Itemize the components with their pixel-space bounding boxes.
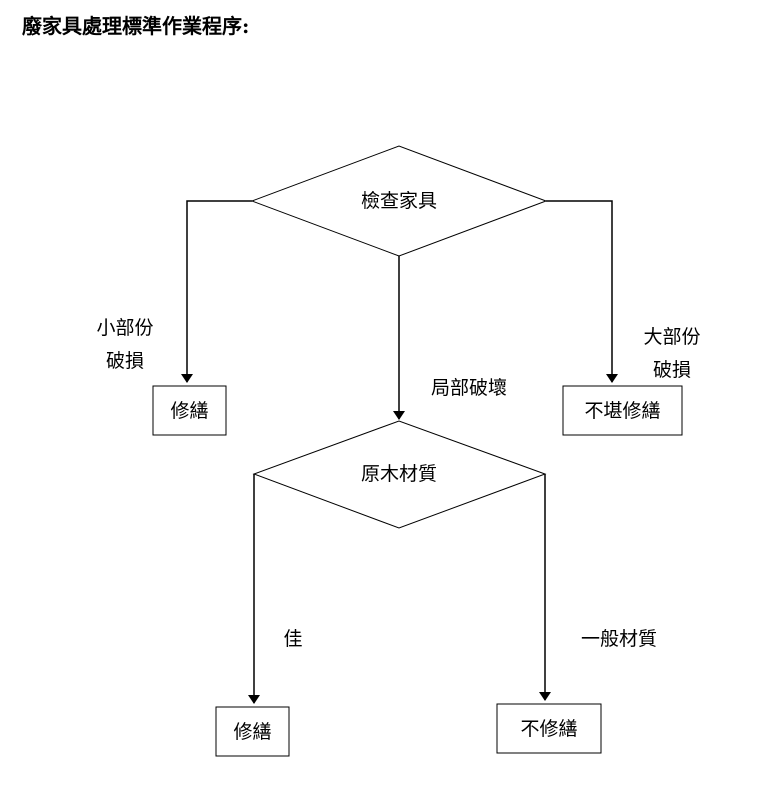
node-no-repair-label: 不修繕	[520, 718, 577, 740]
edge-label-good: 佳	[283, 628, 302, 650]
node-repair-minor-box	[152, 385, 227, 436]
edge-label-ordinary-material: 一般材質	[581, 628, 657, 650]
edge-label-minor-damage-1: 小部份	[96, 317, 153, 339]
decision-inspect-label: 檢查家具	[361, 190, 437, 212]
node-repair-minor-label: 修繕	[170, 400, 208, 422]
edge-label-partial-damage: 局部破壞	[431, 377, 507, 399]
node-no-repair-box	[496, 703, 602, 754]
node-repair-good-label: 修繕	[233, 721, 271, 743]
node-beyond-repair-box	[562, 385, 683, 436]
edge-major-damage	[546, 200, 618, 383]
decision-wood-quality-label: 原木材質	[361, 463, 437, 485]
edge-label-major-damage-1: 大部份	[643, 326, 700, 348]
edge-label-minor-damage-2: 破損	[106, 350, 144, 372]
node-repair-good-box	[215, 706, 290, 757]
page-title: 廢家具處理標準作業程序:	[22, 14, 250, 38]
edge-label-major-damage-2: 破損	[653, 359, 691, 381]
node-beyond-repair-label: 不堪修繕	[584, 400, 660, 422]
edge-minor-damage	[181, 200, 252, 383]
